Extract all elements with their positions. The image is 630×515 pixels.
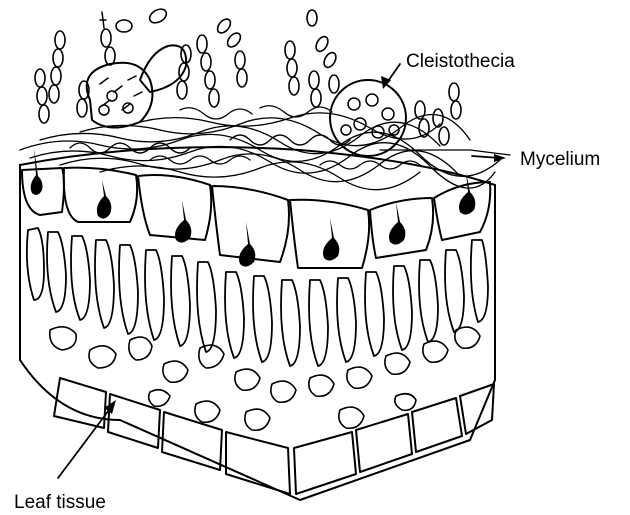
cleistothecia-label: Cleistothecia [406,51,515,72]
mycelium-label: Mycelium [520,149,600,170]
spongy-mesophyll-layer [50,327,480,430]
lower-epidermis-layer [54,378,494,494]
haustoria [31,148,476,267]
palisade-layer [27,228,488,366]
leaf-tissue-label: Leaf tissue [14,492,106,513]
epidermis-layer [22,168,490,268]
tissue-block-outline [20,147,495,500]
